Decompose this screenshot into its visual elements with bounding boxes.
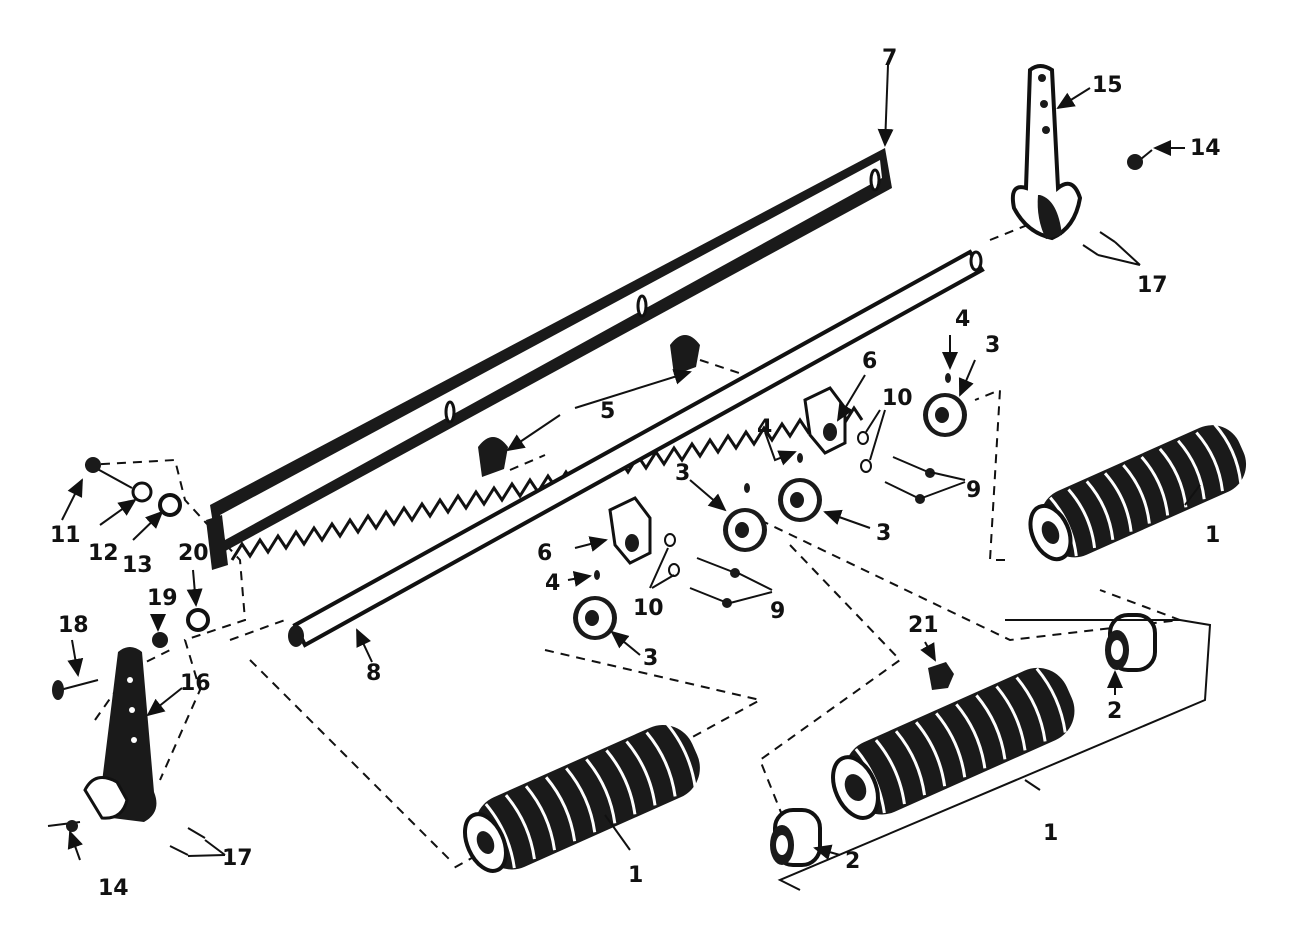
callout-1-left-spring: 1 bbox=[628, 863, 643, 888]
callout-7: 7 bbox=[882, 46, 897, 71]
leader-lines bbox=[61, 64, 1212, 891]
rack-bracket-parts bbox=[478, 335, 700, 477]
callout-numbers: 1 1 1 2 2 3 3 3 3 4 4 4 5 6 6 7 8 9 9 10… bbox=[50, 46, 1221, 901]
fitting-part bbox=[928, 662, 954, 690]
bracket-parts bbox=[608, 386, 847, 565]
callout-4-middle: 4 bbox=[757, 416, 772, 441]
callout-14-left: 14 bbox=[98, 876, 129, 901]
callout-12: 12 bbox=[88, 541, 119, 566]
left-hardware-parts bbox=[47, 457, 210, 856]
callout-4-top: 4 bbox=[955, 307, 970, 332]
callout-15: 15 bbox=[1092, 73, 1123, 98]
callout-21: 21 bbox=[908, 613, 939, 638]
callout-17-left: 17 bbox=[222, 846, 253, 871]
shaft-part bbox=[288, 249, 985, 648]
spring-parts bbox=[463, 423, 1247, 873]
collar-parts bbox=[573, 393, 967, 640]
callout-8: 8 bbox=[366, 661, 381, 686]
callout-3-bottom: 3 bbox=[643, 646, 658, 671]
top-lever-part bbox=[1010, 64, 1083, 241]
callout-6-bottom: 6 bbox=[537, 541, 552, 566]
callout-3-mid-left: 3 bbox=[675, 461, 690, 486]
callout-1-bottom-spring: 1 bbox=[1043, 821, 1058, 846]
callout-5: 5 bbox=[600, 399, 615, 424]
left-lever-part bbox=[83, 647, 157, 822]
callout-3-top: 3 bbox=[985, 333, 1000, 358]
callout-20: 20 bbox=[178, 541, 209, 566]
callout-11: 11 bbox=[50, 523, 81, 548]
callout-10-left: 10 bbox=[633, 596, 664, 621]
callout-16: 16 bbox=[180, 671, 211, 696]
callout-14-right: 14 bbox=[1190, 136, 1221, 161]
callout-13: 13 bbox=[122, 553, 153, 578]
callout-2-right-bushing: 2 bbox=[1107, 699, 1122, 724]
callout-10-right: 10 bbox=[882, 386, 913, 411]
callout-17-right: 17 bbox=[1137, 273, 1168, 298]
callout-3-mid-right: 3 bbox=[876, 521, 891, 546]
callout-18: 18 bbox=[58, 613, 89, 638]
rack-bar-part bbox=[206, 148, 892, 570]
callout-2-left-bushing: 2 bbox=[845, 849, 860, 874]
callout-4-bottom: 4 bbox=[545, 571, 560, 596]
callout-1-right-spring: 1 bbox=[1205, 523, 1220, 548]
callout-9-left: 9 bbox=[770, 599, 785, 624]
bushing-parts bbox=[770, 613, 1157, 867]
callout-6-top: 6 bbox=[862, 349, 877, 374]
callout-9-right: 9 bbox=[966, 478, 981, 503]
right-hardware-parts bbox=[1082, 149, 1153, 256]
callout-19: 19 bbox=[147, 586, 178, 611]
